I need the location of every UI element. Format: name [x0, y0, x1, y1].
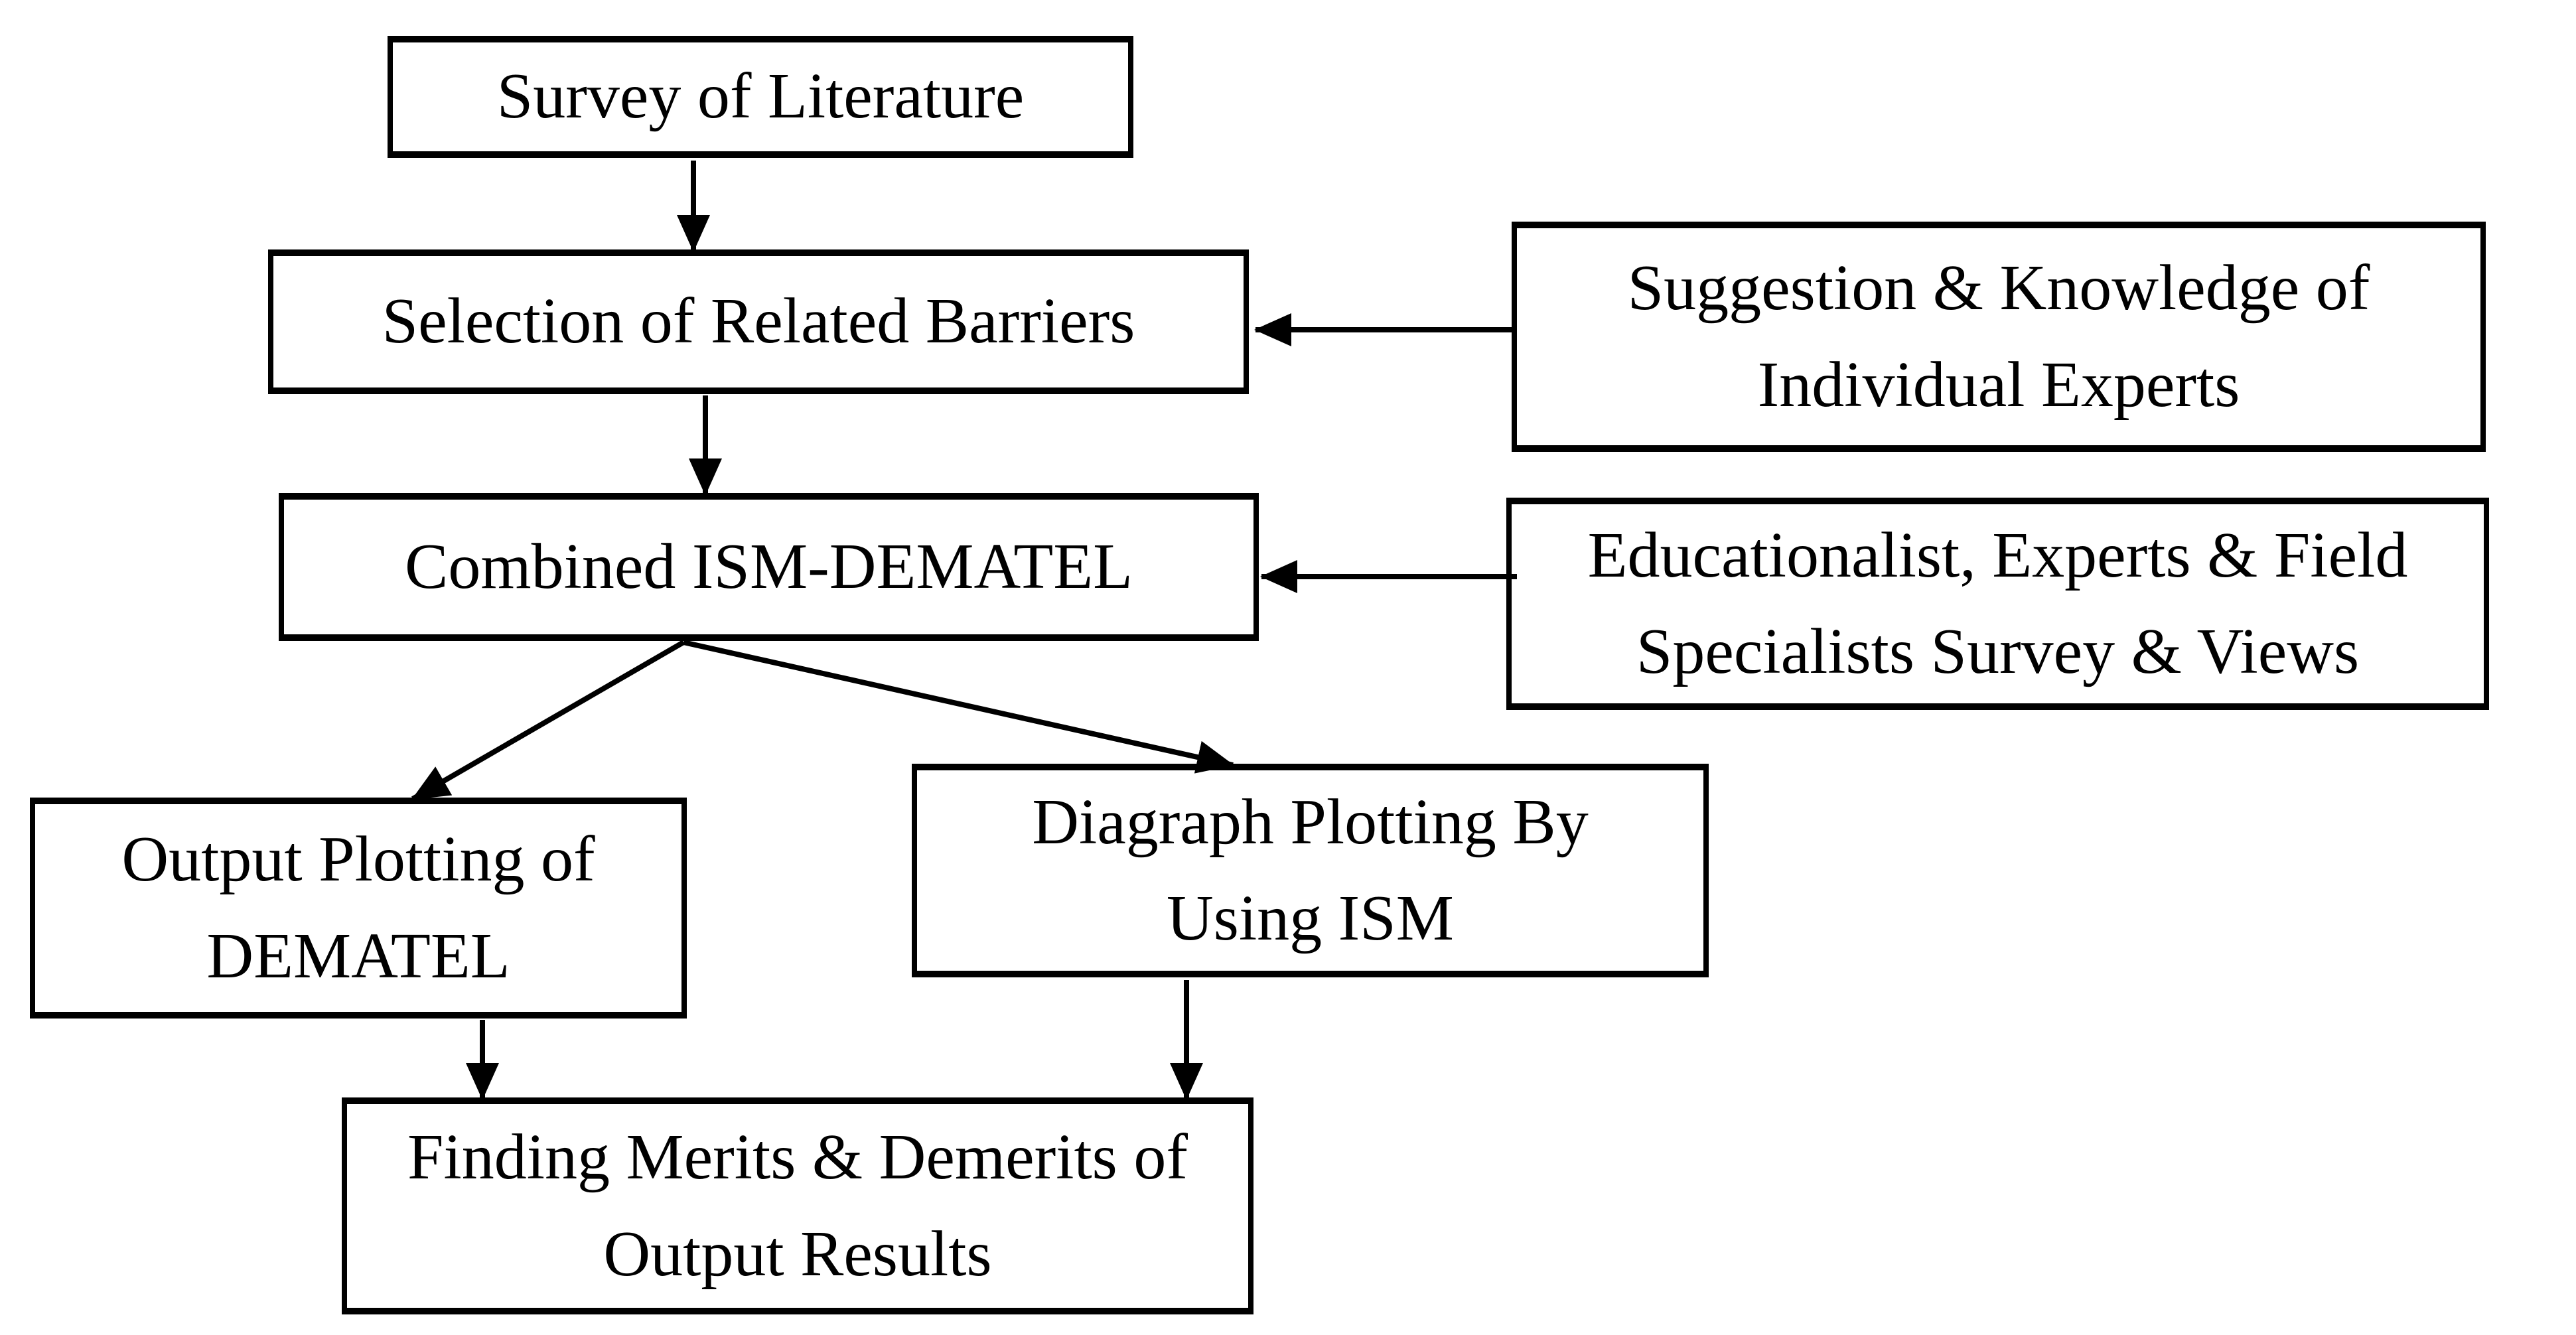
- node-label-line: Using ISM: [1167, 882, 1454, 954]
- node-label-line: Diagraph Plotting By: [1032, 786, 1589, 858]
- node-label-line: Output Results: [603, 1218, 992, 1290]
- node-combined-ism-dematel: Combined ISM-DEMATEL: [279, 493, 1259, 641]
- node-label-line: DEMATEL: [206, 920, 510, 992]
- node-label-line: Individual Experts: [1757, 348, 2240, 421]
- node-suggestion-knowledge-of-individual-experts: Suggestion & Knowledge of Individual Exp…: [1512, 222, 2486, 452]
- node-label-line: Educationalist, Experts & Field: [1587, 519, 2408, 591]
- node-label-line: Specialists Survey & Views: [1636, 616, 2360, 687]
- node-selection-of-related-barriers: Selection of Related Barriers: [268, 249, 1249, 394]
- node-diagraph-plotting-by-using-ism: Diagraph Plotting By Using ISM: [912, 764, 1709, 977]
- node-survey-of-literature: Survey of Literature: [388, 36, 1133, 158]
- edge-combined-to-diagraph: [683, 640, 1234, 774]
- node-finding-merits-demerits-of-output-results: Finding Merits & Demerits of Output Resu…: [342, 1097, 1253, 1314]
- node-label-line: Combined ISM-DEMATEL: [405, 530, 1133, 602]
- node-label-line: Selection of Related Barriers: [382, 285, 1135, 358]
- node-educationalist-experts-field-specialists-survey-views: Educationalist, Experts & Field Speciali…: [1506, 498, 2489, 710]
- node-output-plotting-of-dematel: Output Plotting of DEMATEL: [30, 798, 687, 1019]
- node-label-line: Survey of Literature: [496, 60, 1025, 133]
- edge-combined-to-output-plotting: [411, 640, 685, 802]
- node-label-line: Output Plotting of: [121, 823, 595, 896]
- node-label-line: Finding Merits & Demerits of: [407, 1121, 1188, 1194]
- node-label-line: Suggestion & Knowledge of: [1627, 252, 2370, 324]
